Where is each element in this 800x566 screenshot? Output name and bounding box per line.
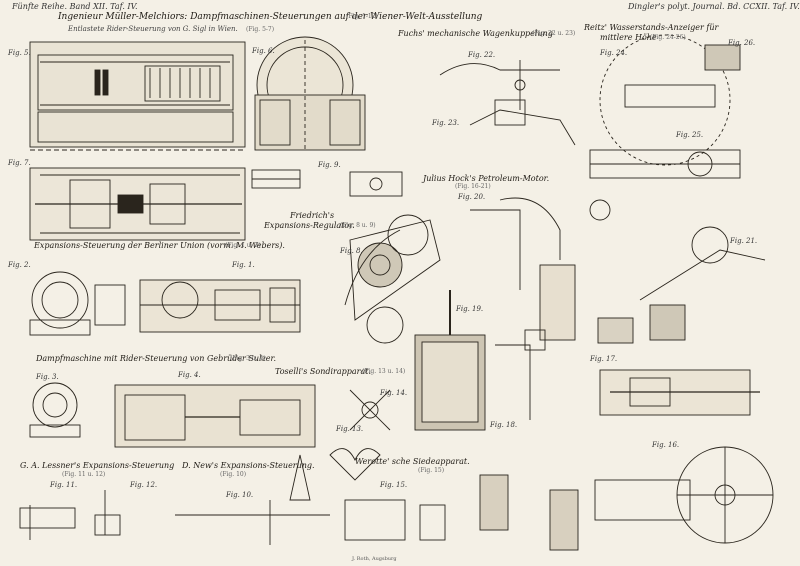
- fig-label-10: Fig. 10.: [226, 491, 254, 499]
- fig-label-3: Fig. 3.: [36, 373, 59, 381]
- title-werotte: Werotte' sche Siedeapparat.: [355, 457, 470, 466]
- fig-label-2: Fig. 2.: [8, 261, 31, 269]
- fig-label-20: Fig. 20.: [458, 193, 486, 201]
- title-toselli: Toselli's Sondirapparat.: [275, 367, 371, 376]
- fig-label-7: Fig. 7.: [8, 159, 31, 167]
- drawing-fig-23: [469, 99, 576, 146]
- header-journal-right: Dingler's polyt. Journal. Bd. CCXII. Taf…: [628, 2, 800, 11]
- drawing-fig-3: [29, 382, 81, 438]
- drawing-fig-10: [175, 454, 330, 545]
- title-hock-motor: Julius Hock's Petroleum-Motor.: [423, 174, 550, 183]
- fig-label-17: Fig. 17.: [590, 355, 618, 363]
- ref-werotte: (Fig. 15): [418, 467, 445, 474]
- fig-label-14: Fig. 14.: [380, 389, 408, 397]
- fig-label-25: Fig. 25.: [676, 131, 704, 139]
- title-mueller-melchiors: Ingenieur Müller-Melchiors: Dampfmaschin…: [58, 12, 483, 22]
- drawing-fig-14: [349, 389, 391, 431]
- ref-rider: (Fig. 5-7): [246, 26, 275, 33]
- drawing-fig-4: [114, 384, 316, 448]
- fig-label-11: Fig. 11.: [50, 481, 78, 489]
- drawing-fig-19: [414, 290, 486, 431]
- fig-label-9: Fig. 9.: [318, 161, 341, 169]
- fig-label-16: Fig. 16.: [652, 441, 680, 449]
- title-reitz-2: mittlere Höhe: [600, 33, 657, 42]
- fig-label-6: Fig. 6.: [252, 47, 275, 55]
- ref-new: (Fig. 10): [220, 471, 247, 478]
- ref-berliner: (Fig. 1 u. 2): [225, 242, 261, 249]
- drawing-fig-18: [495, 329, 546, 420]
- title-friedrich: Friedrich's: [290, 211, 335, 220]
- drawing-fig-25: [589, 149, 741, 179]
- ref-toselli: (Fig. 13 u. 14): [362, 368, 406, 375]
- ref-mueller: (Fig. 1-12): [346, 13, 378, 20]
- title-berliner-union: Expansions-Steuerung der Berliner Union …: [34, 241, 285, 250]
- title-reitz-1: Reitz' Wasserstands-Anzeiger für: [584, 23, 719, 32]
- drawing-fig-5: [29, 41, 246, 151]
- fig-label-1: Fig. 1.: [232, 261, 255, 269]
- fig-label-5: Fig. 5.: [8, 49, 31, 57]
- fig-label-12: Fig. 12.: [130, 481, 158, 489]
- drawing-fig-15: [344, 474, 579, 551]
- drawing-fig-11: [19, 505, 76, 540]
- drawing-fig-12: [94, 490, 121, 536]
- footer-printer: J. Roth, Augsburg: [352, 556, 397, 562]
- title-lessner: G. A. Lessner's Expansions-Steuerung: [20, 461, 175, 470]
- fig-label-18: Fig. 18.: [490, 421, 518, 429]
- subtitle-rider-steuerung: Entlastete Rider-Steuerung von G. Sigl i…: [68, 25, 238, 33]
- drawing-fig-8: [344, 214, 441, 344]
- drawing-fig-20: [470, 197, 634, 344]
- drawing-fig-7: [29, 167, 246, 241]
- ref-fuchs: (Fig. 22 u. 23): [532, 30, 576, 37]
- title-fuchs-coupling: Fuchs' mechanische Wagenkuppelung: [398, 29, 553, 38]
- drawing-fig-2: [29, 271, 126, 336]
- drawing-fig-1: [139, 279, 301, 333]
- fig-label-15: Fig. 15.: [380, 481, 408, 489]
- drawing-fig-21: [639, 226, 766, 341]
- drawing-fig-13: [329, 448, 381, 481]
- ref-lessner: (Fig. 11 u. 12): [62, 471, 106, 478]
- drawing-fig-22: [439, 60, 560, 110]
- drawing-fig-16: [594, 446, 774, 544]
- fig-label-8: Fig. 8.: [340, 247, 363, 255]
- ref-hock: (Fig. 16-21): [455, 183, 491, 190]
- drawing-fig-6: [254, 36, 366, 151]
- fig-label-23: Fig. 23.: [432, 119, 460, 127]
- ref-reitz: (Fig. 24-26): [650, 34, 686, 41]
- fig-label-21: Fig. 21.: [730, 237, 758, 245]
- drawing-fig-9: [251, 169, 403, 197]
- drawing-fig-24: [599, 34, 741, 166]
- fig-label-24: Fig. 24.: [600, 49, 628, 57]
- drawing-fig-17: [599, 369, 760, 416]
- ref-sulzer: (Fig. 3 u. 4): [230, 355, 266, 362]
- fig-label-22: Fig. 22.: [468, 51, 496, 59]
- fig-label-26: Fig. 26.: [728, 39, 756, 47]
- header-volume-left: Fünfte Reihe. Band XII. Taf. IV.: [12, 2, 138, 11]
- title-sulzer: Dampfmaschine mit Rider-Steuerung von Ge…: [36, 354, 277, 363]
- title-friedrich-regulator: Expansions-Regulator.: [264, 221, 355, 230]
- ref-friedrich: (Fig. 8 u. 9): [340, 222, 376, 229]
- title-new: D. New's Expansions-Steuerung.: [182, 461, 315, 470]
- fig-label-13: Fig. 13.: [336, 425, 364, 433]
- fig-label-19: Fig. 19.: [456, 305, 484, 313]
- fig-label-4: Fig. 4.: [178, 371, 201, 379]
